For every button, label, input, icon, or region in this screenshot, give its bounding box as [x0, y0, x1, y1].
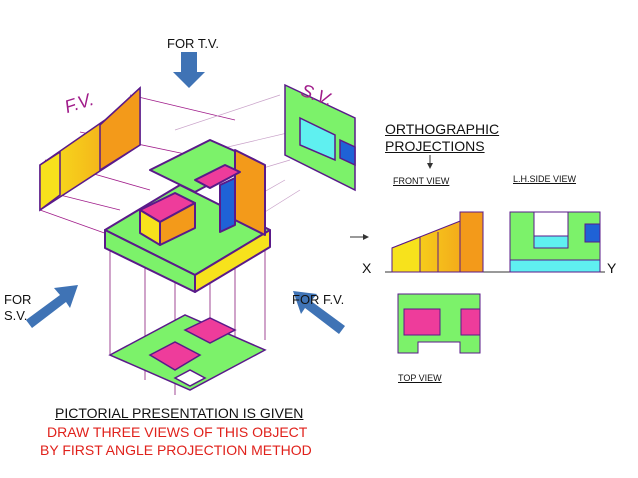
for-sv-label-line2: S.V. — [4, 308, 28, 323]
caption-line1: PICTORIAL PRESENTATION IS GIVEN — [55, 405, 304, 421]
top-view-label: TOP VIEW — [398, 373, 442, 383]
ortho-side-view — [509, 211, 601, 273]
ortho-front-view — [391, 211, 484, 273]
for-tv-label: FOR T.V. — [167, 36, 220, 51]
caption-line3: BY FIRST ANGLE PROJECTION METHOD — [40, 442, 312, 458]
pictorial-side-view — [284, 83, 356, 192]
lh-side-view-label: L.H.SIDE VIEW — [513, 174, 577, 184]
arrow-fv — [293, 291, 345, 334]
arrow-sv — [26, 285, 78, 328]
ortho-top-view — [397, 293, 481, 354]
pictorial-top-view — [108, 314, 267, 391]
isometric-object — [104, 139, 271, 293]
front-view-label: FRONT VIEW — [393, 176, 450, 186]
axis-y-label: Y — [607, 260, 617, 276]
for-sv-label-line1: FOR — [4, 292, 32, 307]
axis-x-label: X — [362, 260, 372, 276]
pictorial-front-view — [39, 86, 141, 212]
ortho-title-line1: ORTHOGRAPHIC — [385, 121, 500, 137]
caption-line2: DRAW THREE VIEWS OF THIS OBJECT — [47, 424, 308, 440]
arrow-tv — [173, 52, 205, 88]
for-fv-label: FOR F.V. — [292, 292, 345, 307]
ortho-title-line2: PROJECTIONS — [385, 138, 485, 154]
